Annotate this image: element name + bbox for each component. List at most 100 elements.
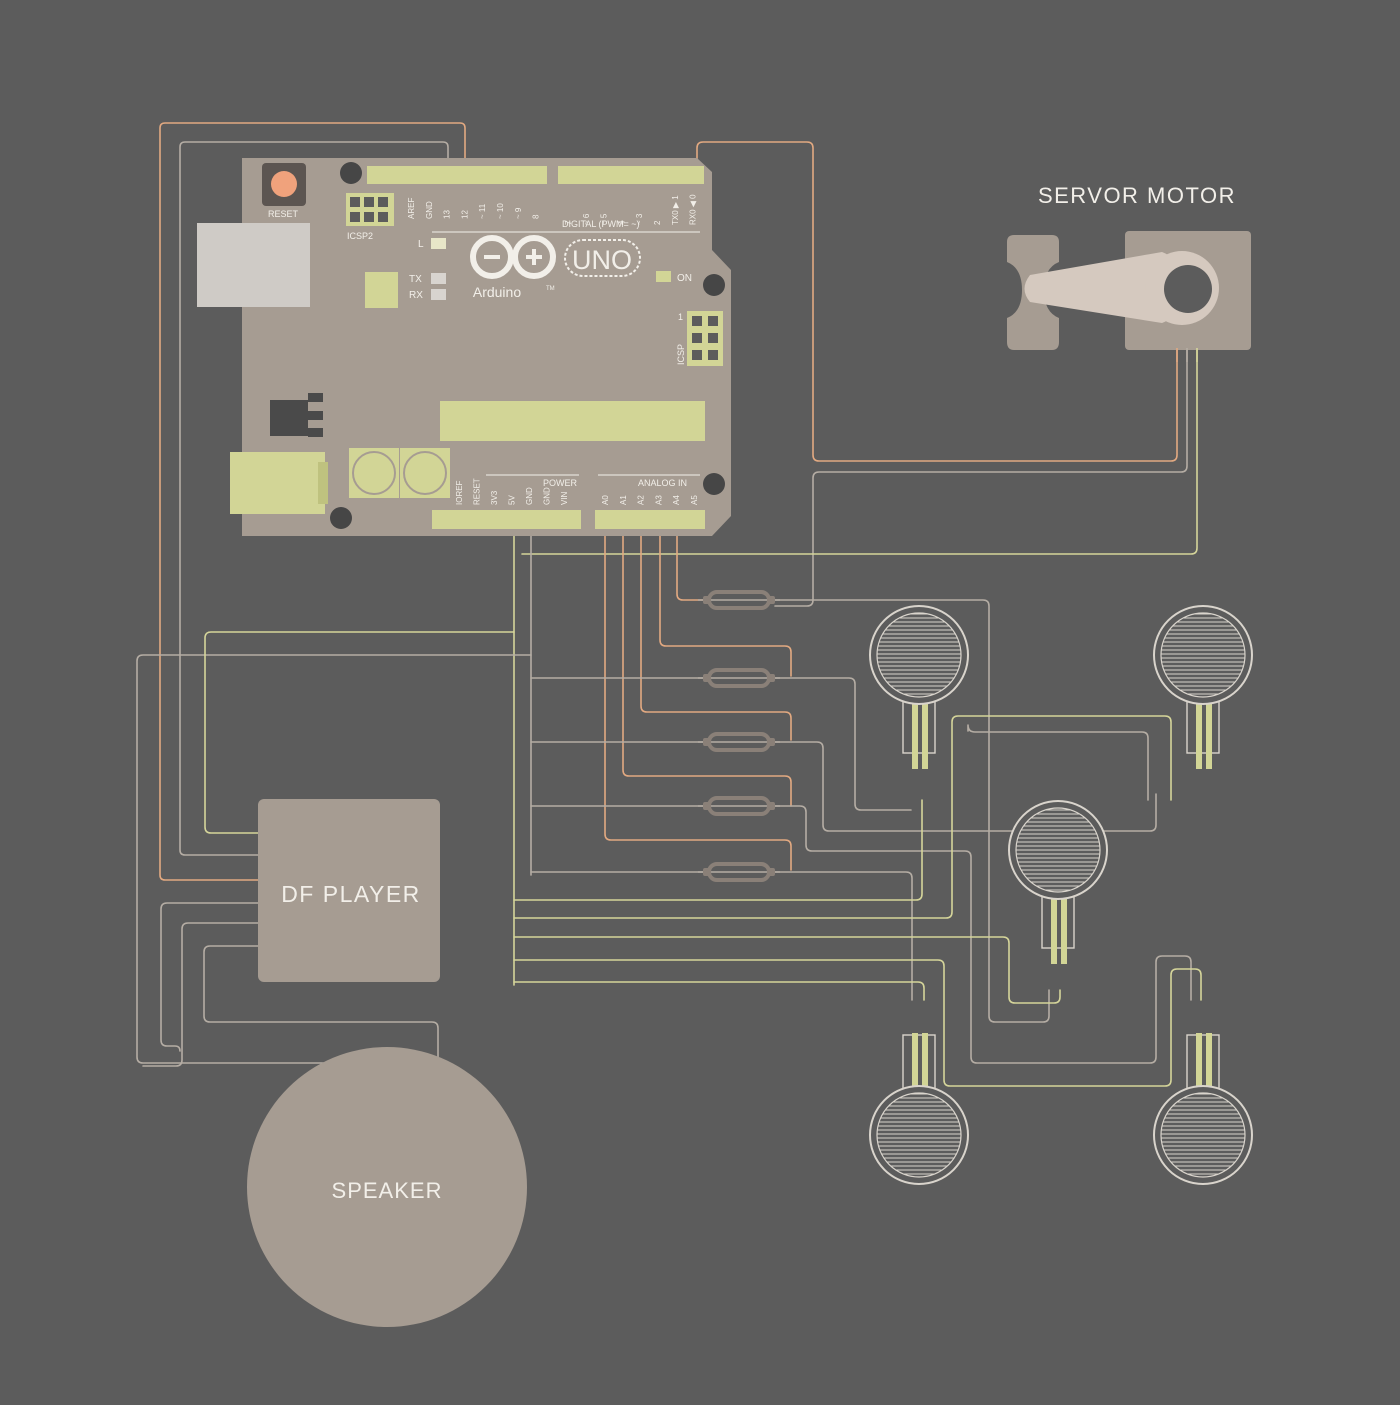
wire-r4-sensor: [774, 805, 1192, 1064]
arduino-logo-icon: [470, 235, 556, 279]
wire-tx-servo: [696, 141, 1178, 462]
pin-label: A2: [637, 495, 646, 505]
reset-button-cap: [271, 171, 297, 197]
power-jack: [230, 452, 325, 514]
speaker-label: SPEAKER: [332, 1178, 443, 1203]
resistor: [698, 796, 780, 816]
wire-5v-s5: [513, 981, 925, 1001]
force-sensor: [1008, 800, 1108, 964]
df-player-body: [258, 799, 440, 982]
wire-5v-dfplayer: [204, 631, 515, 834]
pin-label: A5: [690, 495, 699, 505]
pin-label: ~ 11: [478, 203, 487, 219]
wire-a2-resistor3: [640, 526, 792, 741]
force-sensor: [1153, 1033, 1253, 1185]
analog-header: [595, 510, 705, 529]
wire-r5-sensor: [774, 871, 913, 1001]
trademark-label: TM: [546, 286, 555, 292]
led-l: [431, 238, 446, 249]
pin-label: A1: [619, 495, 628, 505]
resistors: [698, 590, 780, 882]
mount-hole: [703, 473, 725, 495]
resistor: [698, 862, 780, 882]
speaker-body: [247, 1047, 527, 1327]
pin-label: ~ 6: [582, 213, 591, 225]
led-on: [656, 271, 671, 282]
wire-pin12-dfplayer: [159, 122, 466, 881]
wire-pin13-dfplayer: [179, 141, 449, 856]
wire-df-spk2: [142, 922, 259, 1067]
pin-label: 4: [617, 220, 626, 225]
icsp2-label: ICSP2: [347, 231, 373, 241]
usb-port: [197, 223, 310, 307]
pin-label: 8: [532, 214, 541, 219]
capacitor: [349, 448, 399, 498]
wire-r3-sensor: [774, 741, 1157, 832]
force-sensor: [869, 1033, 969, 1185]
power-header: [432, 510, 581, 529]
force-sensors: [869, 605, 1253, 1185]
pin-label: A4: [672, 495, 681, 505]
pin-label: 5V: [508, 495, 517, 505]
force-sensor: [869, 605, 969, 769]
analog-pin-labels: A0 A1 A2 A3 A4 A5: [601, 495, 699, 505]
pin-label: ~ 9: [514, 207, 523, 219]
pin-label: A0: [601, 495, 610, 505]
pin-label: A3: [654, 495, 663, 505]
wire-5v-s2: [513, 715, 1172, 919]
pin-label: AREF: [407, 198, 416, 219]
wire-a4-resistor1: [676, 526, 704, 601]
servo-label: SERVOR MOTOR: [1038, 183, 1236, 208]
wire-r2-sensor: [774, 677, 912, 811]
reset-label: RESET: [268, 209, 299, 219]
mount-hole: [703, 274, 725, 296]
wire-a0-resistor5: [604, 526, 792, 871]
wire-5v-s1: [513, 799, 923, 901]
digital-header-right: [558, 166, 704, 184]
wires: [136, 122, 1202, 1087]
analog-label: ANALOG IN: [638, 478, 687, 488]
pin-label: 12: [460, 210, 469, 219]
pin-label: VIN: [560, 491, 569, 505]
digital-header-left: [367, 166, 547, 184]
resistor: [698, 668, 780, 688]
pin-label: GND: [543, 487, 552, 505]
mount-hole: [330, 507, 352, 529]
servo-motor: SERVOR MOTOR: [1007, 183, 1251, 362]
icsp-label: ICSP: [676, 344, 686, 365]
wire-a1-resistor4: [622, 526, 792, 807]
uno-badge: [564, 239, 641, 277]
model-label: UNO: [572, 245, 632, 275]
board-body: [242, 158, 731, 536]
led-tx-label: TX: [409, 274, 422, 285]
icsp-header: [687, 311, 723, 366]
wire-r1-sensor: [774, 599, 1050, 1023]
force-sensor: [1153, 605, 1253, 769]
icsp2-header: [346, 193, 394, 226]
pin-label: TX0 ▶ 1: [671, 195, 680, 225]
wire-df-spk1: [160, 902, 259, 1052]
df-player-module: DF PLAYER: [258, 799, 440, 982]
power-label: POWER: [543, 478, 578, 488]
pin-label: IOREF: [455, 480, 464, 505]
led-on-label: ON: [677, 273, 692, 284]
servo-horn: [1024, 252, 1187, 323]
chip-block: [365, 272, 398, 308]
wire-servo-gnd: [774, 347, 1188, 607]
resistor: [698, 732, 780, 752]
pin-label: ~ 5: [600, 213, 609, 225]
capacitor: [400, 448, 450, 498]
speaker: SPEAKER: [247, 1047, 527, 1327]
atmega-chip: [440, 401, 705, 441]
pin-label: 13: [443, 210, 452, 219]
resistor: [698, 590, 780, 610]
wire-5v-s3: [513, 936, 1061, 1004]
pin-label: 3V3: [490, 490, 499, 505]
voltage-regulator: [270, 400, 308, 436]
pin-label: RESET: [473, 478, 482, 505]
